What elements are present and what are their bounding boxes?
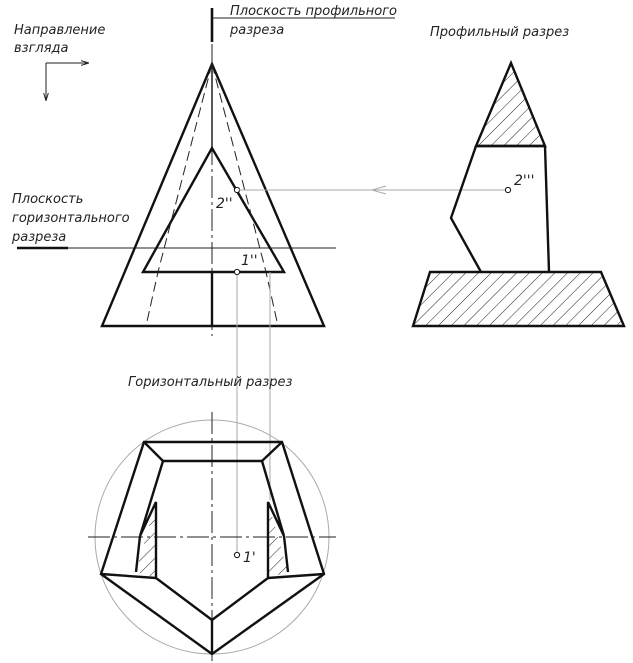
point-2-front [233,186,241,194]
front-hidden-edge-left [145,63,213,327]
front-inner-triangle [140,145,287,274]
point-1-front [233,268,241,276]
top-inner-contour [138,459,286,622]
profile-top-hatch [476,63,545,146]
top-right-slot-edge [282,535,290,573]
profile-middle-right [543,145,551,273]
point-1-top-label: 1' [243,550,256,566]
top-right-hatch [268,502,288,578]
top-left-slot-edge [134,535,142,573]
top-edge-br [267,572,325,580]
top-left-hatch [136,502,156,578]
top-edge-tl [143,441,164,462]
profile-plane-label-2: разреза [229,23,284,38]
top-edge-bl [100,572,157,580]
point-2-side-label: 2''' [514,173,534,189]
profile-middle-left [449,145,483,273]
point-2-side [504,186,512,194]
view-direction: Направление взгляда [14,23,105,100]
profile-cutting-plane: Плоскость профильного разреза [210,4,397,42]
profile-base-hatch [413,272,624,326]
profile-section: Профильный разрез 2''' [411,25,626,328]
projection-arrow [371,185,387,195]
profile-base-trapezoid [411,270,626,328]
horizontal-section-title: Горизонтальный разрез [128,375,292,390]
horizontal-plane-label-3: разреза [11,230,66,245]
profile-section-title: Профильный разрез [430,25,569,40]
horizontal-section: Горизонтальный разрез 1' [88,375,336,661]
view-direction-label-1: Направление [14,23,105,38]
horizontal-plane-label-1: Плоскость [12,192,83,207]
point-1-front-label: 1'' [241,253,258,269]
top-outer-pentagon [99,440,326,656]
front-hidden-edge-right [211,63,279,327]
view-direction-label-2: взгляда [14,41,69,56]
point-2-front-label: 2'' [216,196,233,212]
point-1-top [233,551,241,559]
front-view: 2'' 1'' [100,44,326,336]
profile-plane-label-1: Плоскость профильного [230,4,397,19]
horizontal-plane-label-2: горизонтального [12,211,130,226]
horizontal-cutting-plane: Плоскость горизонтального разреза [11,192,336,250]
top-edge-tr [261,441,283,462]
